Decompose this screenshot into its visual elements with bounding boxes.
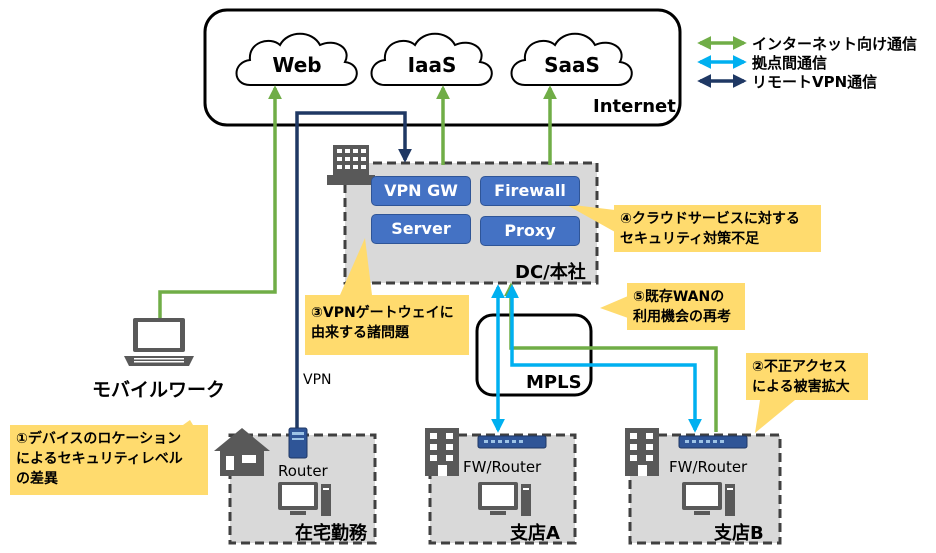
- home-pc-icon: [278, 482, 331, 516]
- branch-a-device-label: FW/Router: [463, 458, 542, 476]
- proxy-box: Proxy: [480, 216, 580, 246]
- home-router-icon: [288, 427, 308, 459]
- home-router-label: Router: [278, 462, 328, 480]
- house-icon: [214, 428, 270, 476]
- legend-site-label: 拠点間通信: [752, 54, 828, 72]
- cloud-saas: [510, 32, 633, 86]
- callout-1: ①デバイスのロケーション によるセキュリティレベル の差異: [10, 425, 208, 495]
- callout-4-pointer: [565, 204, 615, 232]
- callout-2-line-1: ②不正アクセス: [752, 359, 848, 375]
- callout-4-line-2: セキュリティ対策不足: [620, 231, 760, 247]
- home-label: 在宅勤務: [295, 523, 367, 544]
- laptop-icon: [124, 318, 194, 366]
- mpls-label: MPLS: [526, 372, 582, 393]
- callout-5-line-2: 利用機会の再考: [633, 309, 731, 325]
- cloud-iaas-label: IaaS: [407, 53, 457, 77]
- callout-4-line-1: ④クラウドサービスに対する: [620, 211, 800, 227]
- callout-3-pointer: [340, 238, 372, 295]
- callout-4: ④クラウドサービスに対する セキュリティ対策不足: [614, 205, 821, 252]
- legend-internet-label: インターネット向け通信: [752, 35, 918, 53]
- branch-b-building-icon: [625, 428, 659, 476]
- callout-1-line-2: によるセキュリティレベル: [16, 451, 183, 467]
- firewall-box: Firewall: [480, 176, 580, 206]
- callout-2-pointer: [755, 400, 795, 433]
- branch-a-pc-icon: [478, 482, 531, 516]
- branch-a-fw-router-icon: [477, 435, 547, 449]
- branch-b-fw-router-icon: [678, 435, 748, 449]
- internet-label: Internet: [593, 96, 676, 117]
- cloud-web-label: Web: [272, 53, 322, 77]
- cloud-web: [235, 32, 358, 86]
- callout-3-line-2: 由来する諸問題: [311, 325, 409, 341]
- mobile-label: モバイルワーク: [92, 379, 226, 401]
- dc-building-icon: [327, 145, 375, 185]
- branch-a-label: 支店A: [510, 523, 560, 544]
- legend-vpn-label: リモートVPN通信: [752, 73, 878, 91]
- site-links: [491, 284, 702, 433]
- vpn-link: [295, 111, 412, 432]
- cloud-iaas: [370, 32, 493, 86]
- callout-5: ⑤既存WANの 利用機会の再考: [627, 283, 745, 330]
- callout-3: ③VPNゲートウェイに 由来する諸問題: [305, 295, 469, 355]
- callout-5-line-1: ⑤既存WANの: [633, 289, 725, 305]
- branch-a-building-icon: [425, 428, 459, 476]
- callout-2: ②不正アクセス による被害拡大: [746, 353, 868, 400]
- callout-1-line-3: の差異: [16, 471, 58, 487]
- callout-1-line-1: ①デバイスのロケーション: [16, 431, 182, 447]
- vpn-link-label: VPN: [303, 372, 332, 388]
- server-box: Server: [371, 214, 471, 244]
- callout-5-pointer: [600, 296, 628, 318]
- cloud-saas-label: SaaS: [544, 53, 600, 77]
- callout-3-line-1: ③VPNゲートウェイに: [311, 305, 454, 321]
- vpn-gw-box: VPN GW: [371, 176, 471, 206]
- dc-label: DC/本社: [515, 262, 586, 283]
- branch-b-device-label: FW/Router: [669, 458, 748, 476]
- branch-b-label: 支店B: [714, 523, 764, 544]
- branch-b-pc-icon: [682, 482, 735, 516]
- callout-2-line-2: による被害拡大: [752, 379, 850, 395]
